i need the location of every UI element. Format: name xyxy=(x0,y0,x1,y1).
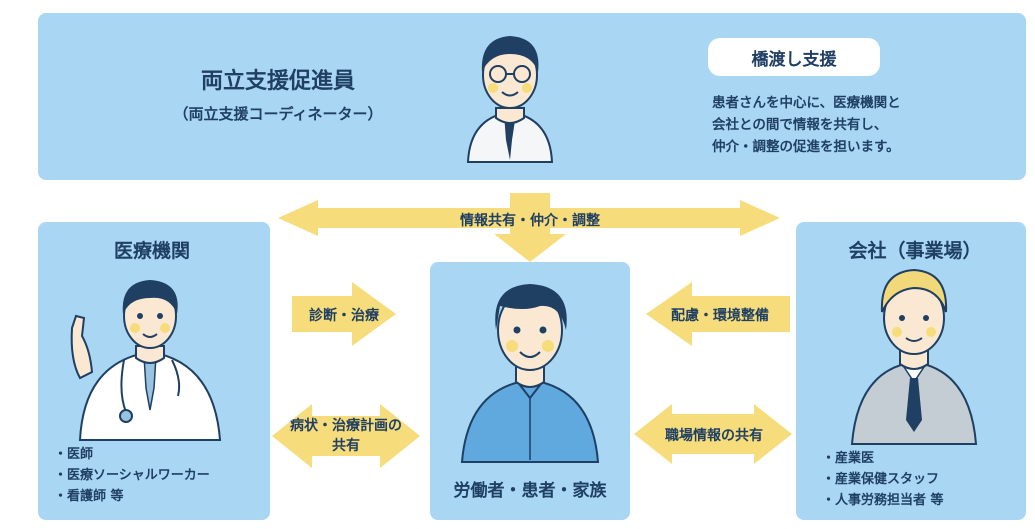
medical-title: 医療機関 xyxy=(113,240,190,262)
worker-illustration xyxy=(460,284,600,463)
condition-label: 病状・治療計画の 共有 xyxy=(272,416,420,456)
condition-label-line: 共有 xyxy=(332,438,360,454)
company-member: ・人事労務担当者 等 xyxy=(822,493,944,508)
bridge-support-badge: 橋渡し支援 xyxy=(708,38,880,76)
coordinator-subtitle: （両立支援コーディネーター） xyxy=(173,105,383,123)
consideration-label: 配慮・環境整備 xyxy=(671,308,769,324)
diagnosis-arrow xyxy=(292,282,396,346)
medical-member: ・看護師 等 xyxy=(54,489,124,504)
company-staff-illustration xyxy=(850,268,978,445)
condition-label-line: 病状・治療計画の xyxy=(290,418,402,434)
condition-arrow xyxy=(272,404,420,468)
workplace-arrow xyxy=(634,404,792,464)
down-arrow xyxy=(494,193,566,262)
medical-member: ・医師 xyxy=(54,447,94,462)
coordinator-illustration xyxy=(466,36,554,163)
diagnosis-label: 診断・治療 xyxy=(309,308,379,324)
description-line: 患者さんを中心に、医療機関と xyxy=(712,95,901,111)
description-line: 仲介・調整の促進を担います。 xyxy=(712,139,900,155)
consideration-arrow xyxy=(646,282,790,346)
medical-member: ・医療ソーシャルワーカー xyxy=(54,468,210,483)
workplace-label: 職場情報の共有 xyxy=(665,428,763,444)
company-member: ・産業医 xyxy=(822,451,875,466)
worker-title: 労働者・患者・家族 xyxy=(453,481,607,501)
company-member-list: ・産業医 ・産業保健スタッフ ・人事労務担当者 等 xyxy=(822,448,944,511)
coordinator-title: 両立支援促進員 xyxy=(200,69,355,94)
info-share-label: 情報共有・仲介・調整 xyxy=(460,213,600,229)
coordinator-description: 患者さんを中心に、医療機関と 会社との間で情報を共有し、 仲介・調整の促進を担い… xyxy=(712,92,901,158)
company-member: ・産業保健スタッフ xyxy=(822,472,940,487)
description-line: 会社との間で情報を共有し、 xyxy=(712,117,888,133)
company-title: 会社（事業場） xyxy=(848,240,982,262)
medical-member-list: ・医師 ・医療ソーシャルワーカー ・看護師 等 xyxy=(54,444,210,507)
doctor-illustration xyxy=(70,280,222,441)
